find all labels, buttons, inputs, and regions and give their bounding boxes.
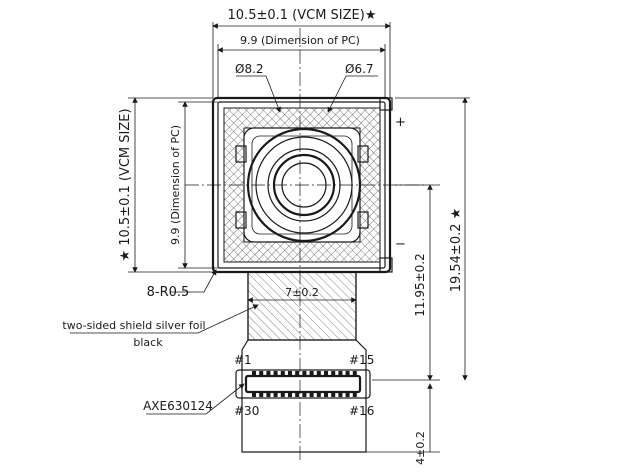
connector-pin bbox=[316, 391, 321, 397]
connector-pin bbox=[324, 391, 328, 397]
pin-15-label: #15 bbox=[349, 353, 374, 367]
connector-pin bbox=[295, 371, 300, 377]
connector-pin bbox=[338, 391, 343, 397]
pc-width-label: 9.9 (Dimension of PC) bbox=[240, 34, 360, 47]
flex-width-label: 7±0.2 bbox=[285, 286, 319, 299]
polarity-plus: + bbox=[395, 115, 406, 130]
connector-pin bbox=[331, 391, 336, 397]
connector-pin bbox=[273, 391, 278, 397]
height-to-connector-label: 11.95±0.2 bbox=[413, 253, 427, 317]
connector-pins-top bbox=[252, 371, 357, 377]
connector-pin bbox=[259, 371, 264, 377]
connector-pin bbox=[266, 371, 271, 377]
connector-pin bbox=[280, 371, 285, 377]
part-number-label: AXE630124 bbox=[143, 399, 213, 413]
connector-pin bbox=[252, 371, 256, 377]
connector-pin bbox=[302, 371, 307, 377]
connector-pin bbox=[266, 391, 271, 397]
shield-color-note: black bbox=[133, 336, 163, 349]
shield-foil-note: two-sided shield silver foil bbox=[62, 319, 205, 332]
connector-pin bbox=[302, 391, 307, 397]
connector-pin bbox=[288, 391, 292, 397]
connector-pin bbox=[324, 371, 328, 377]
connector-pin bbox=[295, 391, 300, 397]
connector-pin bbox=[345, 391, 350, 397]
pc-height-label: 9.9 (Dimension of PC) bbox=[169, 125, 182, 245]
connector-pin bbox=[352, 371, 357, 377]
vcm-module bbox=[211, 96, 393, 274]
connector-pin bbox=[338, 371, 343, 377]
connector-pin bbox=[316, 371, 321, 377]
lens-diameter-right-label: Ø6.7 bbox=[345, 62, 374, 76]
connector-pin bbox=[259, 391, 264, 397]
connector-pin bbox=[345, 371, 350, 377]
connector-pin bbox=[352, 391, 357, 397]
connector-pin bbox=[273, 371, 278, 377]
pin-30-label: #30 bbox=[234, 404, 259, 418]
corner-radius-label: 8-R0.5 bbox=[147, 285, 190, 300]
connector-pin bbox=[252, 391, 256, 397]
vcm-width-label: 10.5±0.1 (VCM SIZE)★ bbox=[228, 8, 377, 23]
connector-pin bbox=[280, 391, 285, 397]
lens-barrel bbox=[246, 127, 362, 243]
pin-16-label: #16 bbox=[349, 404, 374, 418]
connector-pin bbox=[309, 391, 314, 397]
flex-cable bbox=[241, 271, 367, 453]
connector-pins-bottom bbox=[252, 391, 357, 397]
board-connector bbox=[235, 369, 371, 399]
lens-diameter-left-label: Ø8.2 bbox=[235, 62, 264, 76]
connector-pin bbox=[309, 371, 314, 377]
connector-extent-label: 4±0.2 bbox=[414, 431, 427, 465]
pin-1-label: #1 bbox=[234, 353, 252, 367]
vcm-height-label: ★ 10.5±0.1 (VCM SIZE) bbox=[118, 108, 133, 261]
connector-pin bbox=[288, 371, 292, 377]
connector-pin bbox=[331, 371, 336, 377]
total-height-label: 19.54±0.2 ★ bbox=[449, 208, 464, 293]
polarity-minus: − bbox=[395, 237, 406, 252]
